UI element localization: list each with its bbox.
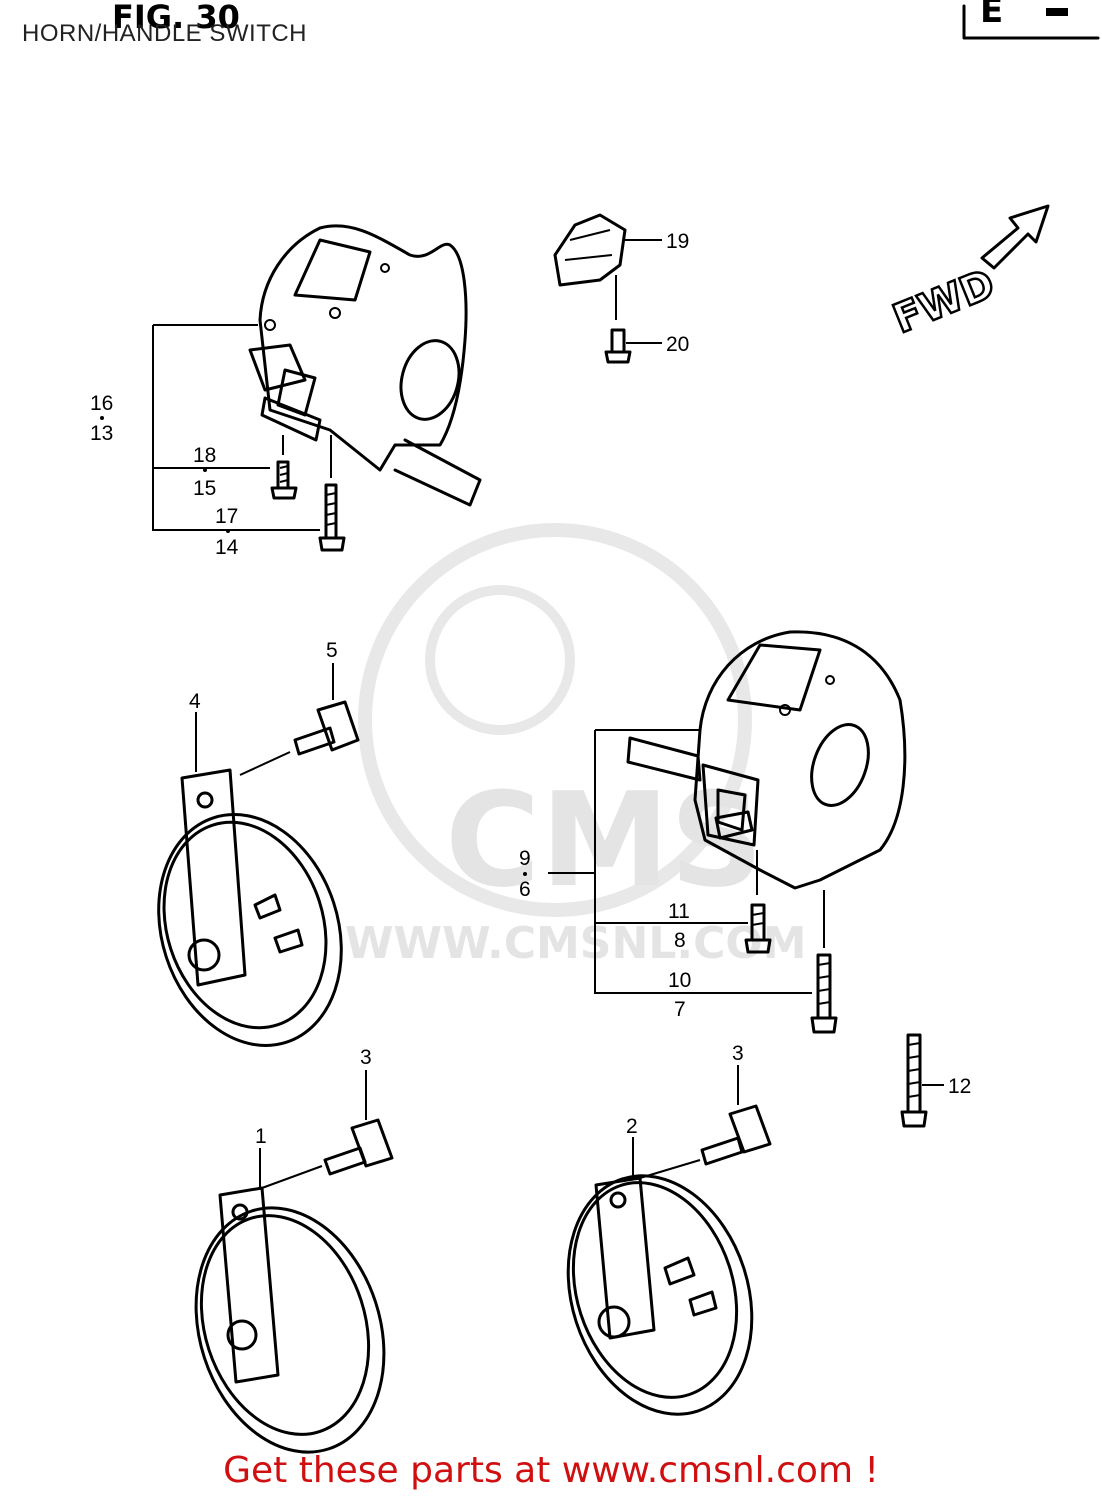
- callout-17: 17: [215, 505, 238, 528]
- right-handle-switch: [626, 630, 907, 890]
- callout-3-right: 3: [732, 1042, 744, 1065]
- figure-header: FIG. 30 E: [112, 0, 1100, 40]
- callout-3-left: 3: [360, 1046, 372, 1069]
- screw-14-17: [318, 483, 346, 552]
- left-handle-switch: [248, 224, 482, 507]
- figure-label: FIG. 30: [112, 0, 240, 36]
- callout-18: 18: [193, 444, 216, 467]
- fwd-label: FWD: [887, 261, 1001, 343]
- callout-11: 11: [668, 900, 690, 923]
- screw-15-18: [270, 460, 298, 500]
- watermark: CMS WWW.CMSNL.COM: [345, 523, 807, 969]
- horn-2: [566, 1174, 754, 1416]
- callout-12: 12: [948, 1075, 971, 1098]
- callout-5: 5: [326, 639, 338, 662]
- fwd-arrow-icon: [980, 204, 1050, 270]
- watermark-logo: CMS: [445, 764, 763, 916]
- page-title: HORN/HANDLE SWITCH: [22, 20, 308, 47]
- callout-20: 20: [666, 333, 689, 356]
- fwd-indicator: FWD: [886, 204, 1050, 344]
- callout-2: 2: [626, 1115, 638, 1138]
- screw-20: [604, 328, 632, 364]
- callout-9: 9: [519, 847, 531, 870]
- callout-14: 14: [215, 536, 239, 559]
- watermark-url: WWW.CMSNL.COM: [345, 918, 807, 969]
- screw-8-11: [744, 903, 772, 954]
- callout-13: 13: [90, 422, 113, 445]
- corner-mark: E: [980, 0, 1003, 31]
- connector-19: [553, 213, 627, 287]
- footer-promo[interactable]: Get these parts at www.cmsnl.com !: [223, 1450, 879, 1491]
- callout-7: 7: [674, 998, 686, 1021]
- callout-19: 19: [666, 230, 689, 253]
- corner-bracket: [962, 4, 1100, 40]
- screw-7-10: [810, 953, 838, 1034]
- callout-1: 1: [255, 1125, 267, 1148]
- callout-15: 15: [193, 477, 216, 500]
- horn-4: [157, 768, 343, 1047]
- bolt-5: [293, 700, 360, 756]
- callout-4: 4: [189, 690, 201, 713]
- callout-6: 6: [519, 878, 531, 901]
- leader-lines: [152, 239, 944, 1189]
- callout-16: 16: [90, 392, 113, 415]
- callout-10: 10: [668, 969, 691, 992]
- callout-labels: 16 13 18 15 17 14 19 20 5 4 9 6 11 8 10 …: [90, 230, 971, 1148]
- horn-1: [194, 1186, 386, 1454]
- bolt-3-right: [700, 1104, 772, 1166]
- bolt-3-left: [323, 1118, 394, 1176]
- screw-12: [900, 1033, 928, 1128]
- callout-8: 8: [674, 929, 686, 952]
